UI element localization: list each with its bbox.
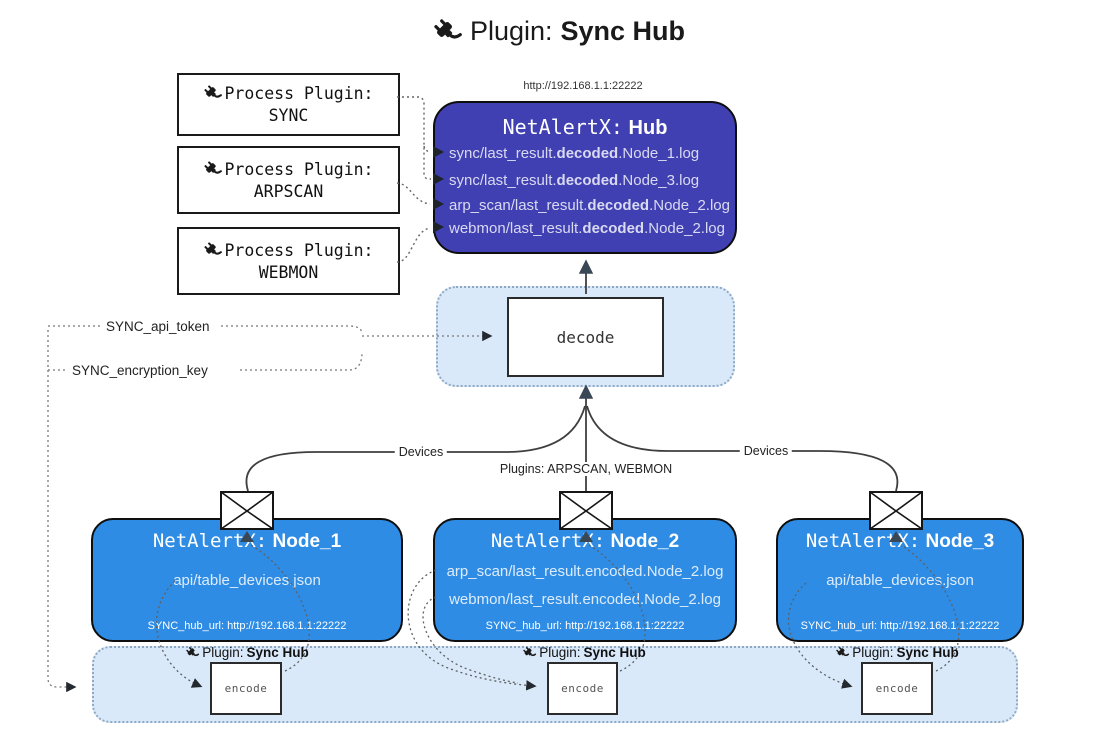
process-plugin-label: Process Plugin: xyxy=(224,159,374,179)
hub-log: sync/last_result.decoded.Node_1.log xyxy=(449,145,700,162)
page-title-prefix: Plugin: xyxy=(469,16,553,46)
process-plugin-label: Process Plugin: xyxy=(224,240,374,260)
node-title: NetAlertX: Node_1 xyxy=(152,530,342,552)
hub-name: Hub xyxy=(628,117,668,139)
hub-title: NetAlertX: Hub xyxy=(435,115,735,140)
hub-log: webmon/last_result.decoded.Node_2.log xyxy=(449,220,725,237)
decode-box: decode xyxy=(507,297,664,377)
hub-url: http://192.168.1.1:22222 xyxy=(523,80,643,92)
process-plugin-label: Process Plugin: xyxy=(224,84,374,103)
node-hub-url: SYNC_hub_url: http://192.168.1.1:22222 xyxy=(147,620,347,632)
process-plugin-box-arpscan: Process Plugin: ARPSCAN xyxy=(177,146,400,214)
node-hub-url: SYNC_hub_url: http://192.168.1.1:22222 xyxy=(485,620,685,632)
process-plugin-name: WEBMON xyxy=(258,262,319,282)
node-file: arp_scan/last_result.encoded.Node_2.log xyxy=(446,563,724,580)
encode-box-3: encode xyxy=(861,662,933,715)
process-plugin-name: SYNC xyxy=(268,106,309,125)
plug-icon xyxy=(203,241,222,260)
hub-box: NetAlertX: Hub sync/last_result.decoded.… xyxy=(433,101,737,254)
node-box-2: NetAlertX: Node_2 arp_scan/last_result.e… xyxy=(433,518,737,642)
node-hub-url: SYNC_hub_url: http://192.168.1.1:22222 xyxy=(800,620,1000,632)
process-plugin-name: ARPSCAN xyxy=(253,181,324,201)
node-file: api/table_devices.json xyxy=(826,572,974,589)
node-file: webmon/last_result.encoded.Node_2.log xyxy=(449,591,721,608)
plug-icon xyxy=(203,160,222,179)
hub-log: sync/last_result.decoded.Node_3.log xyxy=(449,172,700,189)
hub-log: arp_scan/last_result.decoded.Node_2.log xyxy=(449,197,730,214)
page-title-name: Sync Hub xyxy=(560,16,686,46)
process-plugin-box-webmon: Process Plugin: WEBMON xyxy=(177,227,400,295)
node-title: NetAlertX: Node_2 xyxy=(490,530,680,552)
node-box-3: NetAlertX: Node_3 api/table_devices.json… xyxy=(776,518,1024,642)
hub-name-prefix: NetAlertX: xyxy=(502,115,623,139)
process-plugin-box-sync: Process Plugin: SYNC xyxy=(177,73,400,136)
plug-icon xyxy=(432,17,462,47)
page-title: Plugin: Sync Hub xyxy=(0,16,1117,47)
node-file: api/table_devices.json xyxy=(173,572,321,589)
node-title: NetAlertX: Node_3 xyxy=(805,530,995,552)
node-box-1: NetAlertX: Node_1 api/table_devices.json… xyxy=(91,518,403,642)
plug-icon xyxy=(203,84,222,103)
encode-box-2: encode xyxy=(547,662,618,715)
encode-box-1: encode xyxy=(210,662,282,715)
